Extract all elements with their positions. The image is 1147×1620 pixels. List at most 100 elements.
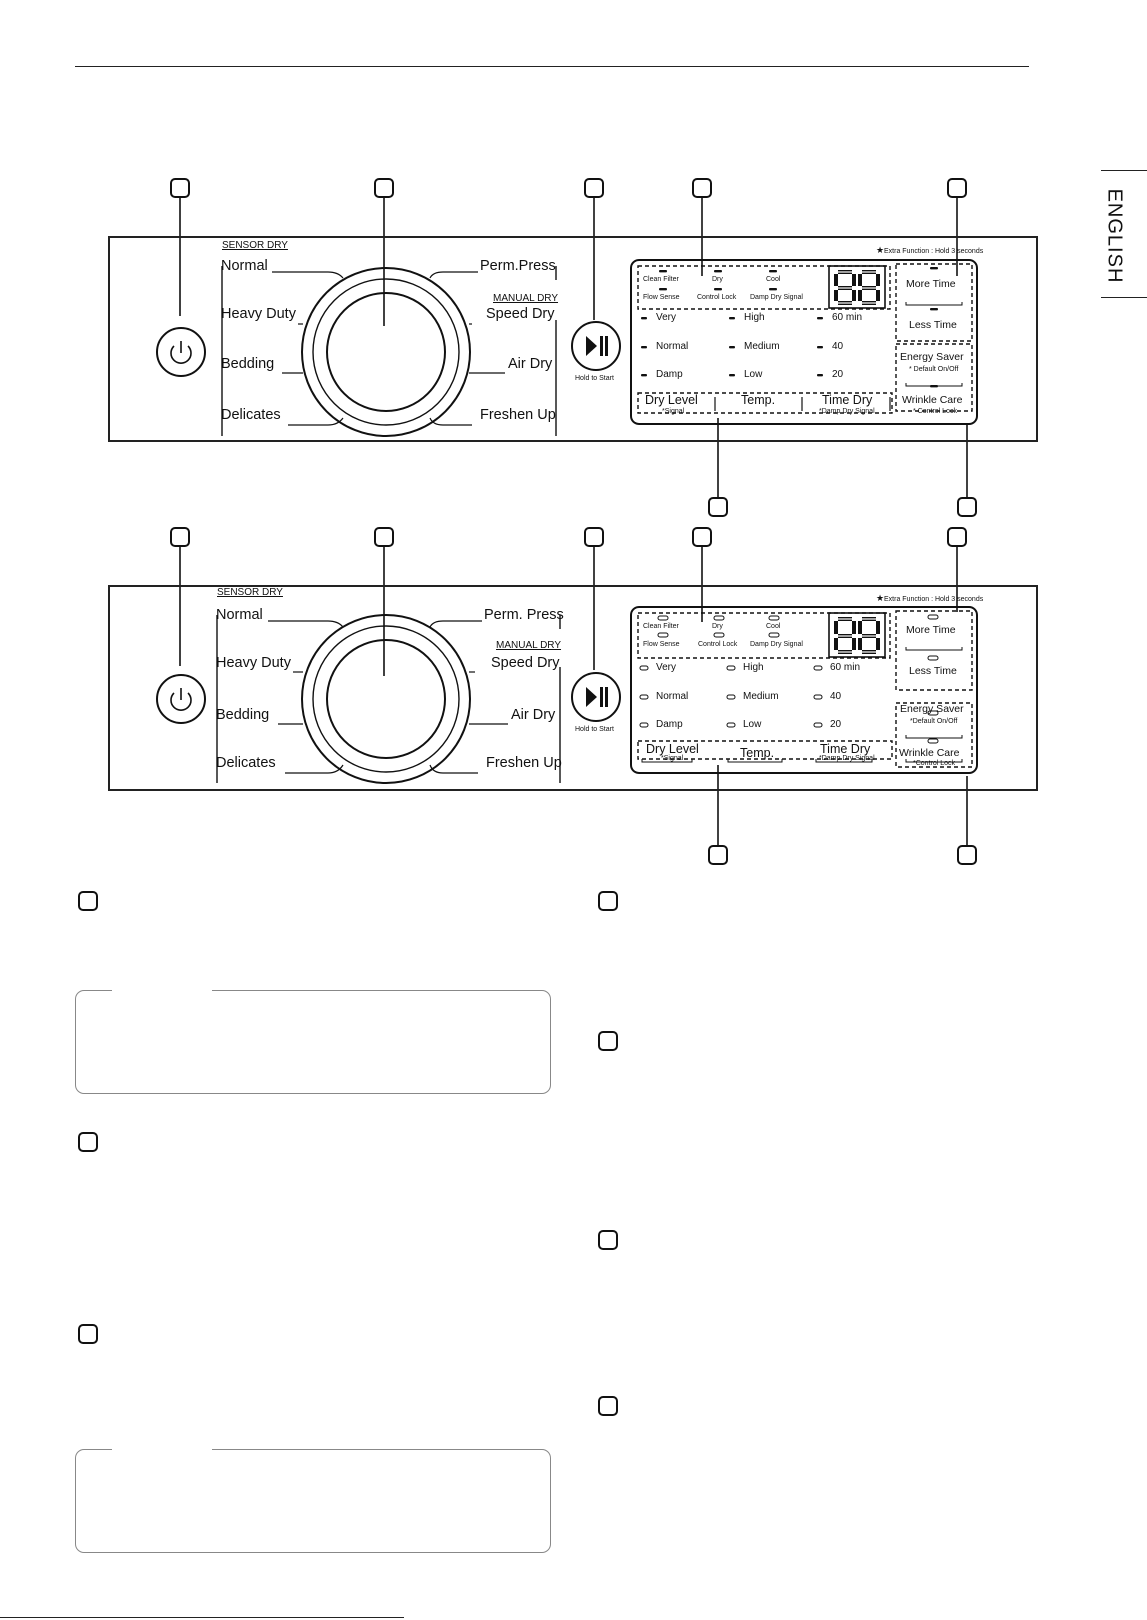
- program-freshen-up[interactable]: Freshen Up: [486, 755, 562, 771]
- sensor-dry-header: SENSOR DRY: [217, 587, 283, 598]
- status-flow-sense: Flow Sense: [643, 641, 680, 648]
- control-panel-top: SENSOR DRY Normal Heavy Duty Bedding Del…: [108, 236, 1038, 442]
- status-control-lock: Control Lock: [698, 641, 738, 648]
- program-speed-dry[interactable]: Speed Dry: [486, 306, 555, 322]
- dry-level-very: Very: [656, 312, 677, 323]
- side-tab-rule-bottom: [1101, 297, 1147, 298]
- callout-7-bottom: [957, 845, 977, 865]
- power-button[interactable]: [155, 673, 207, 725]
- description-marker-7: [598, 1396, 618, 1416]
- program-normal[interactable]: Normal: [216, 607, 263, 623]
- extra-function-star: ★: [876, 593, 885, 603]
- power-button[interactable]: [155, 326, 207, 378]
- dry-level-button[interactable]: Dry Level: [646, 742, 699, 756]
- energy-saver-button[interactable]: Energy Saver: [900, 351, 964, 363]
- description-marker-1: [78, 891, 98, 911]
- callout-6-top: [708, 497, 728, 517]
- more-time-button[interactable]: More Time: [906, 278, 956, 290]
- energy-saver-button[interactable]: Energy Saver: [900, 703, 964, 715]
- more-time-button[interactable]: More Time: [906, 624, 956, 636]
- header-rule: [75, 66, 1029, 67]
- wrinkle-care-button[interactable]: Wrinkle Care: [902, 394, 963, 406]
- start-pause-button[interactable]: [570, 320, 622, 372]
- time-60-min: 60 min: [830, 662, 861, 673]
- digit-display: 88: [829, 613, 885, 657]
- energy-saver-extra: * Default On/Off: [909, 366, 959, 373]
- time-40: 40: [830, 691, 842, 702]
- dry-level-extra: *Signal: [661, 755, 684, 762]
- manual-dry-header: MANUAL DRY: [493, 293, 559, 304]
- time-dry-extra: *Damp Dry Signal: [819, 755, 875, 762]
- temp-high: High: [744, 312, 765, 323]
- program-heavy-duty[interactable]: Heavy Duty: [216, 655, 291, 671]
- side-tab-rule-top: [1101, 170, 1147, 171]
- digit-display: 88: [829, 266, 885, 308]
- temp-low: Low: [743, 719, 762, 730]
- program-delicates[interactable]: Delicates: [216, 755, 276, 771]
- callout-5-top: [947, 178, 967, 198]
- less-time-button[interactable]: Less Time: [909, 665, 957, 677]
- description-marker-4: [598, 891, 618, 911]
- time-dry-extra: *Damp Dry Signal: [819, 408, 875, 415]
- description-marker-3: [78, 1324, 98, 1344]
- description-marker-5: [598, 1031, 618, 1051]
- program-bedding[interactable]: Bedding: [216, 707, 270, 723]
- program-speed-dry[interactable]: Speed Dry: [491, 655, 560, 671]
- less-time-button[interactable]: Less Time: [909, 319, 957, 331]
- status-dry: Dry: [712, 623, 723, 630]
- wrinkle-care-extra: *Control Lock: [913, 760, 956, 767]
- time-60-min: 60 min: [832, 312, 863, 323]
- program-perm-press[interactable]: Perm.Press: [480, 258, 556, 274]
- program-heavy-duty[interactable]: Heavy Duty: [221, 306, 296, 322]
- dry-level-button[interactable]: Dry Level: [645, 393, 698, 407]
- energy-saver-extra: *Default On/Off: [910, 718, 958, 725]
- extra-function-note: Extra Function : Hold 3 seconds: [884, 248, 984, 255]
- callout-3-top: [584, 178, 604, 198]
- time-20: 20: [832, 369, 844, 380]
- callout-5-bottom: [947, 527, 967, 547]
- callout-7-top: [957, 497, 977, 517]
- callout-2-top: [374, 178, 394, 198]
- status-dry: Dry: [712, 276, 723, 283]
- extra-function-star: ★: [876, 245, 885, 255]
- dry-level-damp: Damp: [656, 369, 683, 380]
- callout-6-bottom: [708, 845, 728, 865]
- program-air-dry[interactable]: Air Dry: [511, 707, 556, 723]
- description-marker-6: [598, 1230, 618, 1250]
- temp-button[interactable]: Temp.: [740, 746, 775, 760]
- program-air-dry[interactable]: Air Dry: [508, 356, 553, 372]
- program-normal[interactable]: Normal: [221, 258, 268, 274]
- time-40: 40: [832, 341, 844, 352]
- note-box-1: [75, 989, 551, 1094]
- temp-button[interactable]: Temp.: [741, 393, 776, 407]
- program-dial[interactable]: [302, 268, 470, 436]
- program-perm-press[interactable]: Perm. Press: [484, 607, 564, 623]
- temp-medium: Medium: [743, 691, 779, 702]
- start-pause-button[interactable]: [570, 671, 622, 723]
- status-damp-dry-signal: Damp Dry Signal: [750, 294, 803, 301]
- program-dial[interactable]: [302, 615, 470, 783]
- dry-level-very: Very: [656, 662, 677, 673]
- callout-1-top: [170, 178, 190, 198]
- dry-level-normal: Normal: [656, 341, 689, 352]
- control-panel-bottom: SENSOR DRY Normal Heavy Duty Bedding Del…: [108, 585, 1038, 791]
- wrinkle-care-button[interactable]: Wrinkle Care: [899, 747, 960, 759]
- status-flow-sense: Flow Sense: [643, 294, 680, 301]
- program-freshen-up[interactable]: Freshen Up: [480, 407, 556, 423]
- hold-to-start-caption: Hold to Start: [575, 726, 614, 733]
- status-clean-filter: Clean Filter: [643, 623, 679, 630]
- time-dry-button[interactable]: Time Dry: [822, 393, 873, 407]
- wrinkle-care-extra: * Control Lock: [913, 408, 957, 415]
- callout-4-top: [692, 178, 712, 198]
- panel-top-graphics: [156, 259, 978, 437]
- temp-medium: Medium: [744, 341, 780, 352]
- description-marker-2: [78, 1132, 98, 1152]
- callout-4-bottom: [692, 527, 712, 547]
- manual-dry-header: MANUAL DRY: [496, 640, 562, 651]
- status-control-lock: Control Lock: [697, 294, 737, 301]
- time-dry-button[interactable]: Time Dry: [820, 742, 871, 756]
- program-delicates[interactable]: Delicates: [221, 407, 281, 423]
- status-cool: Cool: [766, 276, 781, 283]
- program-bedding[interactable]: Bedding: [221, 356, 275, 372]
